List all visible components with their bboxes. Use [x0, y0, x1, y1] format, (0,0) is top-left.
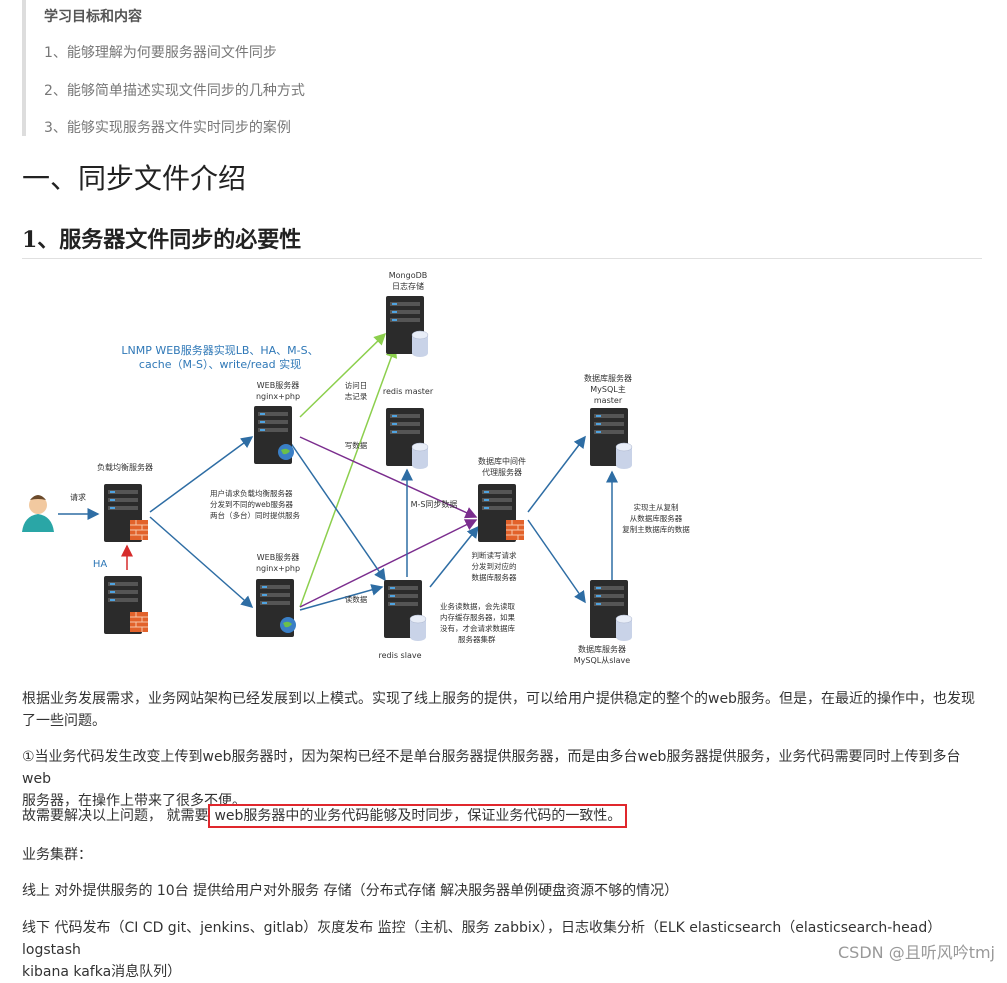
read-label: 读数据 — [345, 594, 368, 604]
section-heading: 一、同步文件介绍 — [22, 157, 246, 197]
paragraph-text: 故需要解决以上问题， 就需要 — [22, 808, 208, 824]
ms-sync-label: M-S同步数据 — [411, 499, 458, 509]
web1-label: nginx+php — [256, 392, 300, 401]
blockquote-title: 学习目标和内容 — [44, 6, 142, 26]
db-master-server-icon — [590, 408, 632, 469]
db-slave-server-icon — [590, 580, 632, 641]
paragraph-architecture: 根据业务发展需求，业务网站架构已经发展到以上模式。实现了线上服务的提供，可以给用… — [22, 688, 982, 732]
ha-label: HA — [93, 559, 108, 570]
log-label: 志记录 — [345, 391, 368, 401]
web-server-1-icon — [254, 406, 294, 464]
learning-goals-blockquote: 学习目标和内容 1、能够理解为何要服务器间文件同步 2、能够简单描述实现文件同步… — [22, 0, 422, 136]
user-desc-line: 分发到不同的web服务器 — [210, 499, 294, 509]
paragraph-online: 线上 对外提供服务的 10台 提供给用户对外服务 存储（分布式存储 解决服务器单… — [22, 880, 982, 902]
proxy-server-icon — [478, 484, 524, 542]
log-label: 访问日 — [345, 380, 368, 390]
proxy-label: 代理服务器 — [482, 467, 522, 477]
db-master-label: 数据库服务器 — [584, 373, 632, 383]
heading-divider — [22, 258, 982, 259]
lb-backup-server-icon — [104, 576, 148, 634]
lb-label: 负载均衡服务器 — [97, 462, 153, 472]
request-label: 请求 — [70, 492, 86, 502]
write-label: 写数据 — [345, 440, 368, 450]
paragraph-line: kibana kafka消息队列） — [22, 961, 982, 983]
diagram-title-line: cache（M-S）、write/read 实现 — [139, 357, 301, 371]
user-desc-line: 用户请求负载均衡服务器 — [210, 488, 293, 498]
repl-desc-line: 从数据库服务器 — [630, 513, 683, 523]
read-desc-line: 业务读数据，会先读取 — [440, 601, 515, 611]
highlighted-text-box: web服务器中的业务代码能够及时同步，保证业务代码的一致性。 — [208, 804, 627, 828]
paragraph-line: ①当业务代码发生改变上传到web服务器时，因为架构已经不是单台服务器提供服务器，… — [22, 746, 982, 790]
mongodb-server-icon — [386, 296, 428, 357]
redis-master-label: redis master — [383, 387, 434, 396]
db-slave-label: MySQL从slave — [574, 656, 630, 665]
csdn-watermark: CSDN @且听风吟tmj — [838, 939, 995, 963]
proxy-desc-line: 数据库服务器 — [472, 572, 517, 582]
redis-slave-label: redis slave — [379, 651, 422, 660]
mongodb-label: 日志存储 — [392, 281, 424, 291]
repl-desc-line: 复制主数据库的数据 — [622, 524, 690, 534]
proxy-desc-line: 判断读写请求 — [472, 550, 517, 560]
web2-label: nginx+php — [256, 564, 300, 573]
db-master-label: master — [594, 396, 623, 405]
user-icon — [22, 495, 54, 532]
redis-master-server-icon — [386, 408, 428, 469]
paragraph-line: 了一些问题。 — [22, 710, 982, 732]
read-desc-line: 没有，才会请求数据库 — [440, 623, 515, 633]
read-desc-line: 内存缓存服务器，如果 — [440, 612, 515, 622]
web-server-2-icon — [256, 579, 296, 637]
mongodb-label: MongoDB — [389, 271, 428, 280]
proxy-label: 数据库中间件 — [478, 456, 526, 466]
user-desc-line: 两台（多台）同时提供服务 — [210, 510, 300, 520]
paragraph-cluster-heading: 业务集群： — [22, 844, 982, 866]
goal-item: 3、能够实现服务器文件实时同步的案例 — [44, 117, 291, 137]
proxy-desc-line: 分发到对应的 — [472, 561, 517, 571]
architecture-diagram: LNMP WEB服务器实现LB、HA、M-S、 cache（M-S）、write… — [0, 262, 1007, 672]
subsection-heading: 1、服务器文件同步的必要性 — [22, 222, 301, 254]
web2-label: WEB服务器 — [257, 552, 299, 562]
repl-desc-line: 实现主从复制 — [634, 502, 679, 512]
goal-item: 1、能够理解为何要服务器间文件同步 — [44, 42, 277, 62]
goal-item: 2、能够简单描述实现文件同步的几种方式 — [44, 80, 305, 100]
lb-server-icon — [104, 484, 148, 542]
web1-label: WEB服务器 — [257, 380, 299, 390]
paragraph-problem: ①当业务代码发生改变上传到web服务器时，因为架构已经不是单台服务器提供服务器，… — [22, 746, 982, 812]
db-slave-label: 数据库服务器 — [578, 644, 626, 654]
read-desc-line: 服务器集群 — [458, 634, 496, 644]
db-master-label: MySQL主 — [590, 384, 625, 394]
redis-slave-server-icon — [384, 580, 426, 641]
paragraph-line: 根据业务发展需求，业务网站架构已经发展到以上模式。实现了线上服务的提供，可以给用… — [22, 688, 982, 710]
diagram-title-line: LNMP WEB服务器实现LB、HA、M-S、 — [121, 343, 318, 357]
